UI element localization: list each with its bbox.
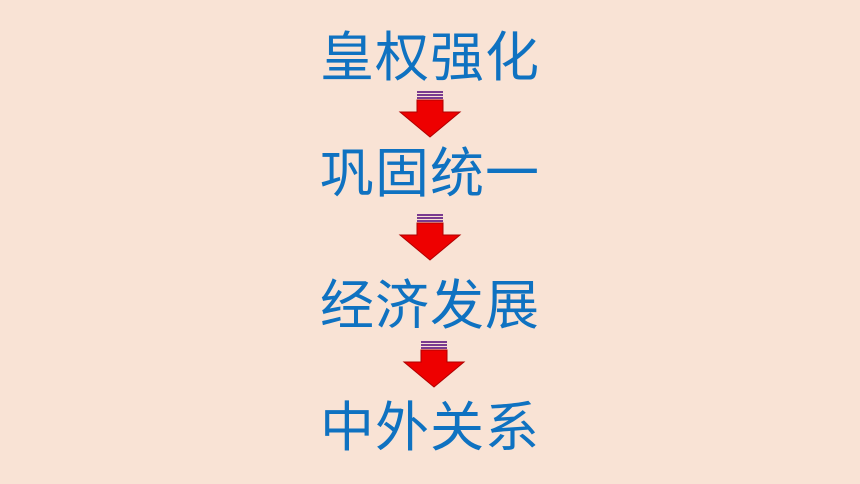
down-arrow-icon (398, 91, 462, 138)
down-arrow-icon (398, 214, 462, 261)
step-3-label: 经济发展 (320, 274, 540, 337)
step-2-label: 巩固统一 (320, 142, 540, 205)
down-arrow-icon (402, 341, 466, 388)
step-1-label: 皇权强化 (320, 26, 540, 89)
step-4-label: 中外关系 (320, 396, 540, 459)
